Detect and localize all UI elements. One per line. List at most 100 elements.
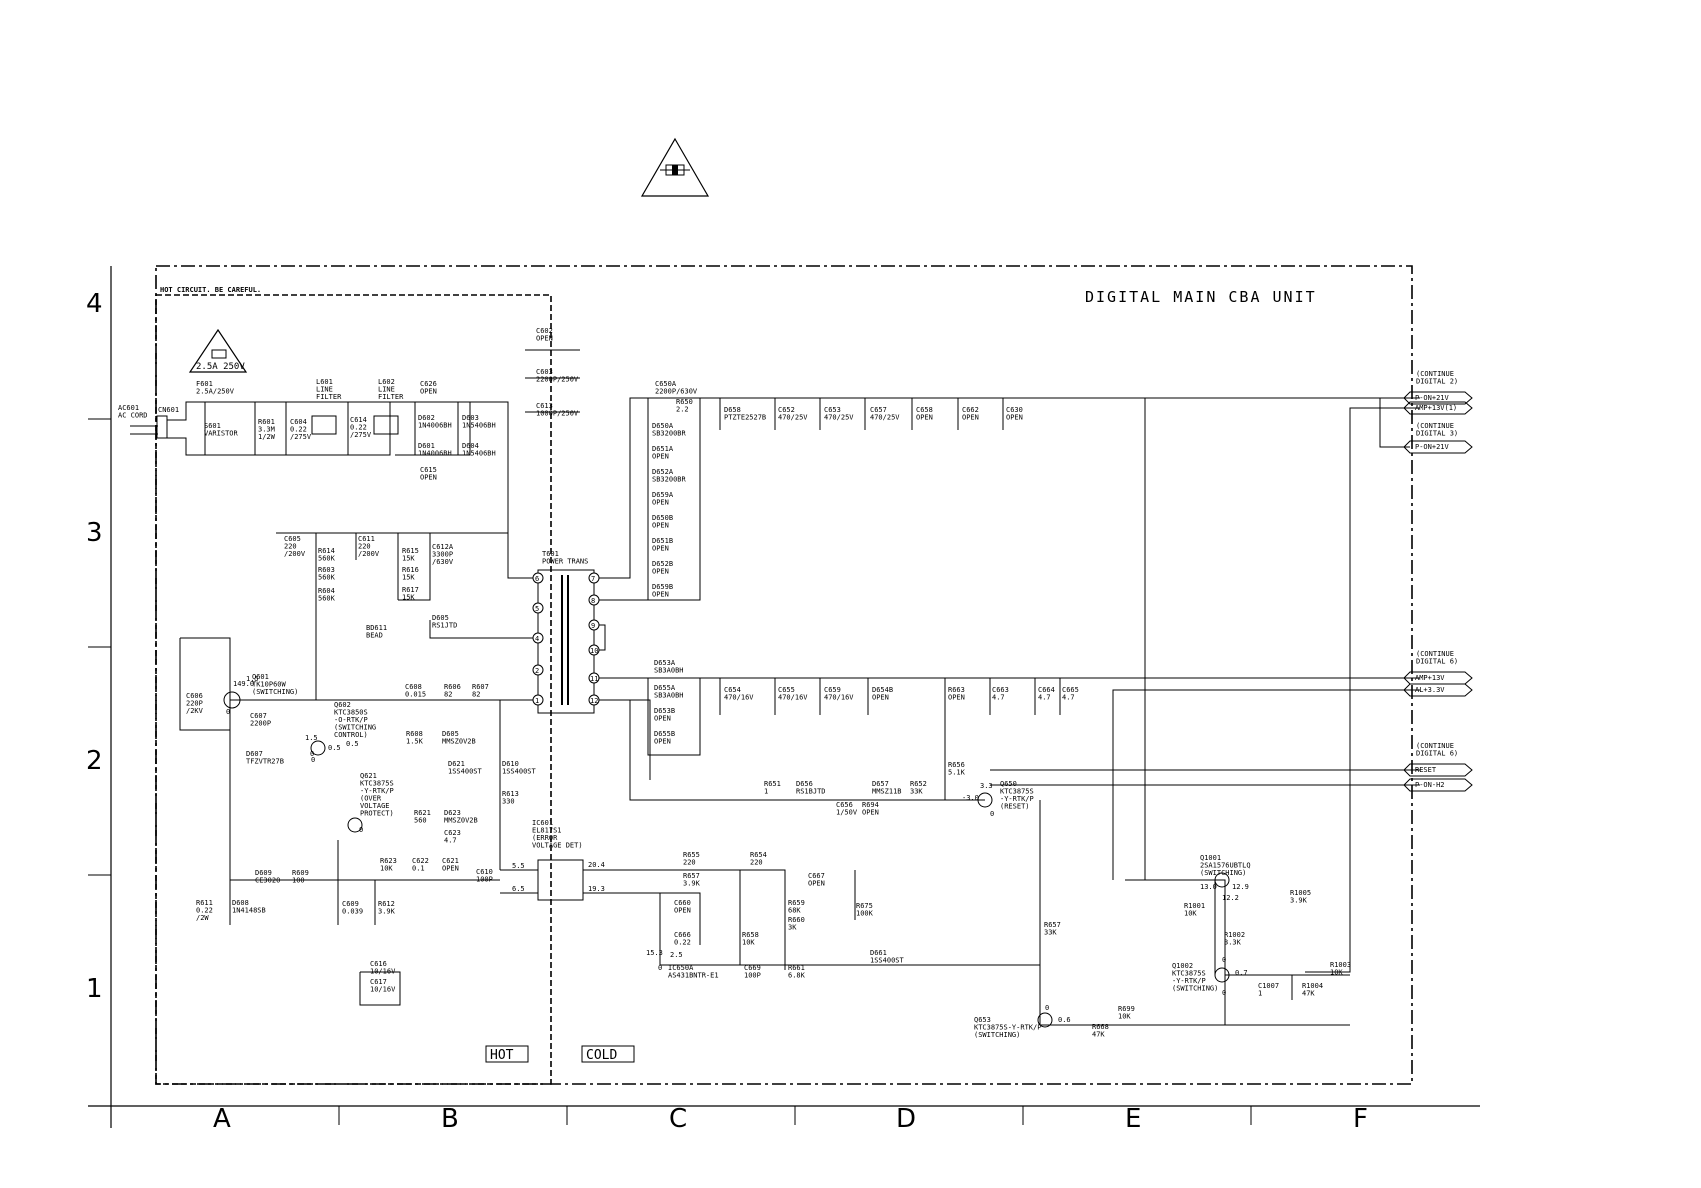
pin-number: 8: [591, 597, 595, 605]
transformer-pins: 6 5 4 2 1 7 8 9 10 11 12: [535, 575, 598, 705]
voltage-label: 0.5: [346, 740, 359, 748]
voltage-label: 2.5: [670, 951, 683, 959]
board-title: DIGITAL MAIN CBA UNIT: [1085, 288, 1317, 306]
voltage-label: 149.0: [233, 680, 254, 688]
pin-number: 9: [591, 622, 595, 630]
pin-number: 1: [535, 697, 539, 705]
row-label: 1: [86, 974, 103, 1004]
connector-pin-label: AMP+13V(1): [1415, 404, 1457, 412]
voltage-label: 5.5: [512, 862, 525, 870]
component-label: CN601: [158, 406, 179, 414]
connector-pin-label: RESET: [1415, 766, 1437, 774]
voltage-label: 0.7: [1235, 969, 1248, 977]
pin-number: 11: [590, 675, 598, 683]
voltage-label: 0: [310, 750, 314, 758]
row-label: 2: [86, 746, 103, 776]
voltage-label: 0: [226, 708, 230, 716]
col-label: C: [669, 1104, 687, 1134]
voltage-label: 0: [658, 964, 662, 972]
voltage-label: 12.2: [1222, 894, 1239, 902]
voltage-label: 0: [1045, 1004, 1049, 1012]
voltage-label: 20.4: [588, 861, 605, 869]
voltage-label: 6.5: [512, 885, 525, 893]
voltage-label: 0: [1222, 989, 1226, 997]
voltage-label: 0: [1222, 956, 1226, 964]
pin-number: 6: [535, 575, 539, 583]
col-label: B: [441, 1104, 459, 1134]
voltage-label: 13.0: [1200, 883, 1217, 891]
col-label: F: [1353, 1104, 1368, 1134]
wiring: [130, 349, 1473, 1028]
pin-number: 12: [590, 697, 598, 705]
